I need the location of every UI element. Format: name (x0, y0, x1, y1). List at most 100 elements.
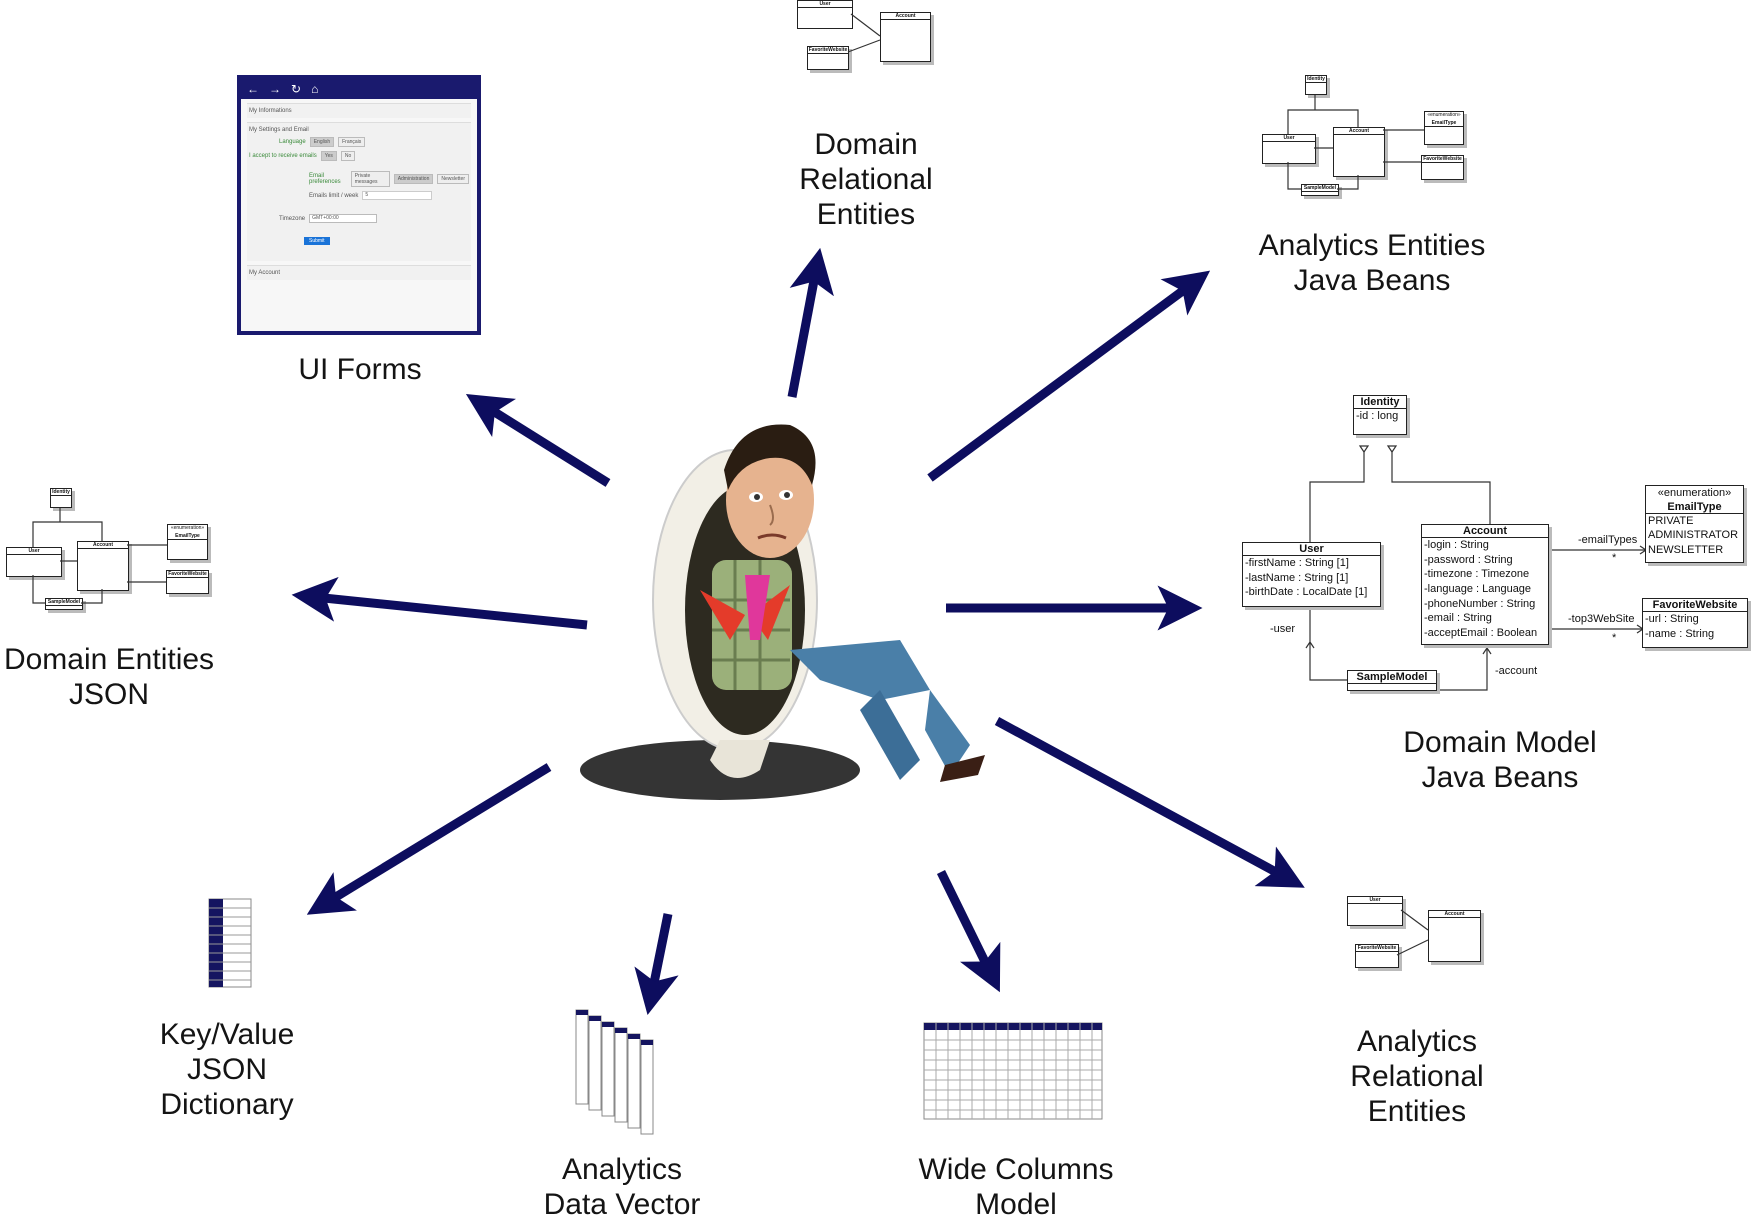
class-attr: -url : String (1645, 613, 1699, 625)
back-arrow-icon[interactable]: ← (247, 82, 259, 96)
arrow-to-domain-relational (787, 247, 834, 398)
class-name: EmailType (1646, 501, 1743, 514)
class-name: FavoriteWebsite (1643, 599, 1747, 612)
timezone-label: Timezone (279, 215, 306, 222)
section-title: My Informations (249, 108, 292, 114)
mini-user-box: User (797, 0, 853, 29)
emails-week-input[interactable]: 5 (362, 191, 433, 200)
mini-account-box: Account (77, 541, 129, 591)
form-section-account: My Account (247, 265, 471, 280)
class-attr: -language : Language (1424, 582, 1532, 595)
mini-emailtype-box: «enumeration»EmailType (167, 524, 208, 560)
uml-class-account: Account -login : String -password : Stri… (1421, 524, 1549, 646)
mini-user-box: User (1347, 896, 1403, 926)
form-section-informations: My Informations (247, 103, 471, 118)
uml-class-samplemodel: SampleModel (1347, 670, 1437, 691)
mini-identity-box: Identity (1305, 75, 1327, 95)
class-attr: -birthDate : LocalDate [1] (1245, 586, 1368, 599)
class-attr: -email : String (1424, 612, 1492, 625)
class-name: SampleModel (1348, 671, 1436, 684)
home-icon[interactable]: ⌂ (311, 82, 319, 96)
uml-class-user: User -firstName : String [1] -lastName :… (1242, 542, 1381, 607)
mini-account-box: Account (1428, 910, 1481, 962)
email-pref-private[interactable]: Private messages (350, 171, 390, 187)
class-attr: -phoneNumber : String (1424, 597, 1536, 610)
mini-account-box: Account (880, 12, 931, 62)
mini-samplemodel-box: SampleModel (45, 598, 83, 610)
class-stereotype: «enumeration» (1657, 487, 1732, 499)
email-pref-label: Email preferences (309, 173, 341, 185)
class-attr: -lastName : String [1] (1245, 571, 1349, 584)
class-name: Identity (1354, 396, 1406, 409)
class-attr: -acceptEmail : Boolean (1424, 626, 1538, 639)
uml-class-favoritewebsite: FavoriteWebsite -url : String -name : St… (1642, 598, 1748, 649)
form-nav-bar: ← → ↻ ⌂ (241, 79, 477, 99)
arrow-to-ui-forms (465, 394, 611, 487)
arrow-to-kv-json (306, 763, 552, 915)
mini-favorite-box: FavoriteWebsite (166, 570, 209, 594)
ui-form-screenshot: ← → ↻ ⌂ My Informations My Settings and … (237, 75, 481, 335)
accept-emails-label: I accept to receive emails (249, 153, 317, 159)
class-name: User (1243, 543, 1380, 556)
mini-user-box: User (6, 547, 62, 577)
assoc-multiplicity: * (1612, 632, 1617, 644)
refresh-icon[interactable]: ↻ (291, 82, 302, 96)
class-attr: -firstName : String [1] (1245, 557, 1349, 569)
class-attr: -id : long (1356, 410, 1399, 422)
mini-favorite-box: FavoriteWebsite (807, 46, 849, 70)
assoc-multiplicity: * (1612, 552, 1617, 564)
submit-button[interactable]: Submit (304, 237, 330, 245)
assoc-label-user: -user (1270, 623, 1296, 635)
arrow-to-wide-columns (936, 870, 1001, 993)
arrow-to-analytics-vector (634, 913, 679, 1016)
assoc-label-account: -account (1495, 665, 1538, 677)
emails-week-label: Emails limit / week (309, 192, 359, 199)
mini-identity-box: Identity (50, 488, 72, 508)
arrow-to-analytics-java (927, 270, 1211, 482)
mini-account-box: Account (1333, 127, 1385, 177)
language-option-english[interactable]: English (309, 137, 335, 147)
section-title: My Account (249, 270, 281, 276)
assoc-label-emailtypes: -emailTypes (1578, 534, 1638, 546)
class-attr: -password : String (1424, 553, 1513, 566)
accept-no-button[interactable]: No (340, 151, 356, 161)
timezone-select[interactable]: GMT+00:00 (309, 214, 378, 223)
section-title: My Settings and Email (249, 127, 309, 133)
mini-favorite-box: FavoriteWebsite (1421, 155, 1464, 180)
mini-emailtype-box: «enumeration»EmailType (1424, 111, 1464, 145)
class-attr: -timezone : Timezone (1424, 568, 1530, 581)
uml-class-emailtype: «enumeration» EmailType PRIVATE ADMINIST… (1645, 485, 1744, 563)
mini-user-box: User (1262, 134, 1316, 164)
uml-class-identity: Identity -id : long (1353, 395, 1407, 435)
mini-samplemodel-box: SampleModel (1301, 184, 1339, 196)
forward-arrow-icon[interactable]: → (269, 82, 281, 96)
language-option-french[interactable]: Français (338, 137, 366, 147)
class-name: Account (1422, 525, 1548, 538)
enum-literal: ADMINISTRATOR (1648, 529, 1739, 542)
mini-favorite-box: FavoriteWebsite (1355, 944, 1399, 968)
caption-ui-forms: UI Forms (298, 353, 422, 386)
accept-yes-button[interactable]: Yes (320, 151, 337, 161)
email-pref-newsletter[interactable]: Newsletter (437, 174, 469, 184)
class-attr: -login : String (1424, 539, 1489, 551)
enum-literal: NEWSLETTER (1648, 543, 1724, 556)
enum-literal: PRIVATE (1648, 514, 1694, 527)
class-attr: -name : String (1645, 627, 1715, 640)
email-pref-admin[interactable]: Administration (393, 174, 434, 184)
arrow-to-domain-json (291, 576, 588, 630)
arrow-to-analytics-relational (994, 717, 1305, 888)
